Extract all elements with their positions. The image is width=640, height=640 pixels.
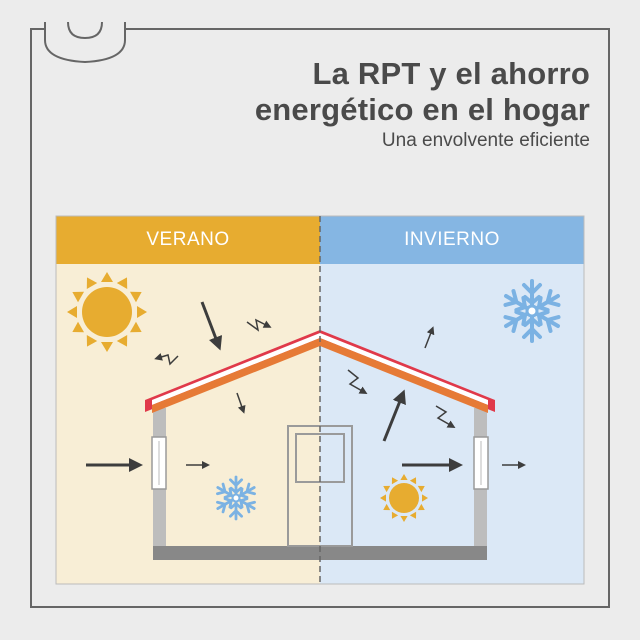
heat-rising-arrow (382, 389, 406, 442)
reflected-arrow (154, 353, 179, 366)
summer-panel (56, 216, 320, 584)
summer-header (56, 216, 320, 264)
winter-header (320, 216, 584, 264)
right-window (473, 436, 489, 490)
title-line-2: energético en el hogar (254, 92, 590, 127)
reflected-arrow (435, 405, 456, 428)
page-title: La RPT y el ahorro energético en el hoga… (255, 56, 590, 128)
left-window (151, 436, 167, 490)
radiation-arrow (200, 301, 223, 351)
reflected-arrow (347, 369, 368, 394)
title-line-1: La RPT y el ahorro (312, 56, 590, 91)
tab-notch (44, 22, 126, 64)
winter-panel (320, 216, 584, 584)
page-subtitle: Una envolvente eficiente (381, 130, 590, 151)
winter-label: INVIERNO (404, 229, 500, 250)
reflected-arrow (246, 318, 272, 332)
floor (153, 546, 487, 560)
summer-label: VERANO (146, 229, 230, 250)
heat-escape-arrow (424, 326, 435, 349)
radiation-through-arrow (236, 392, 246, 414)
